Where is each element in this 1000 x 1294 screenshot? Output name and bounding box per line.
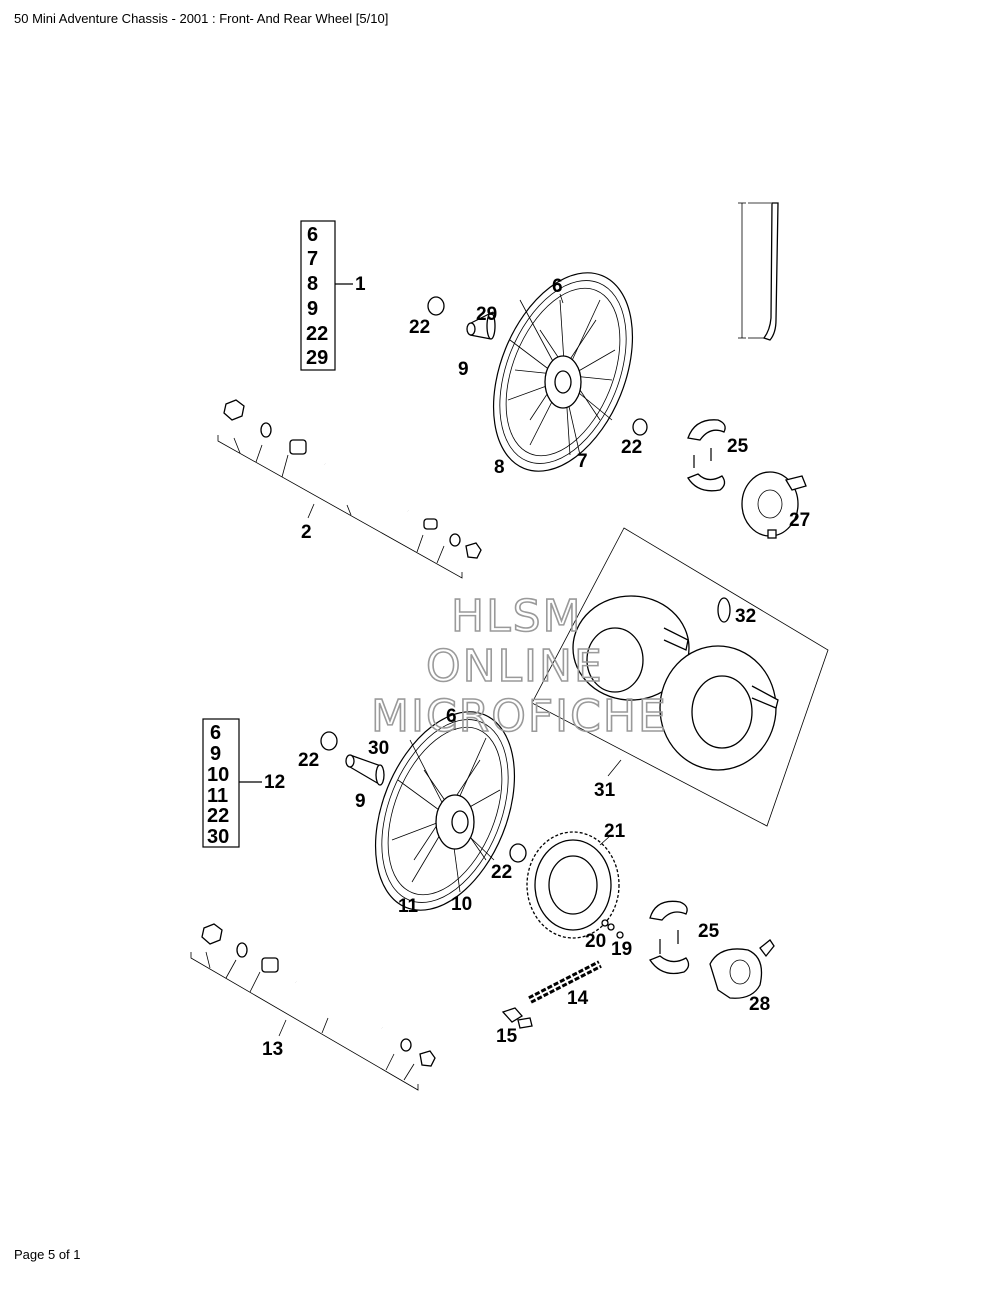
callout-label: 9	[458, 359, 469, 380]
front-kit-item: 6	[307, 224, 318, 246]
callout-label: 6	[552, 276, 563, 297]
callout-label: 25	[698, 921, 720, 942]
callout-label: 29	[476, 304, 497, 325]
rear-kit-item: 30	[207, 826, 229, 848]
rear-kit-item: 10	[207, 764, 229, 786]
callout-label: 7	[577, 451, 588, 472]
front-kit-item: 29	[306, 347, 328, 369]
rear-kit-box: 6 9 10 11 22 30 12	[202, 718, 285, 848]
front-kit-item: 9	[307, 298, 318, 320]
callout-label: 13	[262, 1039, 283, 1060]
watermark-line-2: ONLINE	[426, 641, 604, 692]
callout-label: 22	[491, 862, 512, 883]
callout-label: 10	[451, 894, 472, 915]
watermark-line-1: HLSM	[451, 591, 583, 642]
rear-brake-plate: 28	[709, 939, 775, 1015]
callout-label: 19	[611, 939, 632, 960]
rear-sprocket: 21 20 19	[526, 821, 632, 960]
rear-kit-item: 6	[210, 722, 221, 744]
watermark-line-3: MICROFICHE	[371, 691, 668, 742]
brake-disc-detail: 32 31	[531, 527, 829, 827]
page-footer-number: Page 5 of 1	[14, 1247, 81, 1262]
watermark: HLSM ONLINE MICROFICHE	[370, 590, 668, 743]
callout-label: 22	[409, 317, 430, 338]
callout-label: 8	[494, 457, 505, 478]
front-kit-box: 6 7 8 9 22 29 1	[300, 220, 366, 371]
rear-axle-assembly: 13	[190, 923, 436, 1091]
rear-wheel: 6 30 22 9 11 10 22	[298, 706, 527, 917]
front-kit-item: 22	[306, 323, 328, 345]
callout-label: 14	[567, 988, 589, 1009]
rear-kit-item: 11	[207, 785, 228, 807]
spoke-length-detail	[738, 202, 779, 341]
callout-label: 30	[368, 738, 389, 759]
callout-label: 15	[496, 1026, 518, 1047]
callout-label: 27	[789, 510, 810, 531]
front-brake-plate: 27	[741, 471, 810, 539]
callout-label: 2	[301, 522, 312, 543]
front-kit-item: 8	[307, 273, 318, 295]
front-kit-item: 7	[307, 248, 318, 270]
callout-label: 22	[621, 437, 642, 458]
callout-label: 9	[355, 791, 366, 812]
callout-label: 22	[298, 750, 319, 771]
front-axle-assembly: 2	[217, 399, 482, 579]
front-brake-shoes: 25	[687, 419, 749, 492]
callout-label: 21	[604, 821, 626, 842]
rear-brake-shoes: 25	[649, 900, 720, 975]
callout-label: 6	[446, 706, 457, 727]
front-wheel: 6 22 29 9 8 7 22	[409, 272, 648, 478]
drive-chain: 14 15	[496, 960, 602, 1047]
callout-label: 32	[735, 606, 756, 627]
rear-kit-item: 22	[207, 805, 229, 827]
callout-label: 12	[264, 772, 285, 793]
callout-label: 1	[355, 274, 366, 295]
rear-kit-item: 9	[210, 743, 221, 765]
callout-label: 31	[594, 780, 616, 801]
page-header-title: 50 Mini Adventure Chassis - 2001 : Front…	[14, 11, 389, 26]
callout-label: 25	[727, 436, 749, 457]
callout-label: 20	[585, 931, 606, 952]
callout-label: 11	[398, 896, 419, 917]
callout-label: 28	[749, 994, 770, 1015]
